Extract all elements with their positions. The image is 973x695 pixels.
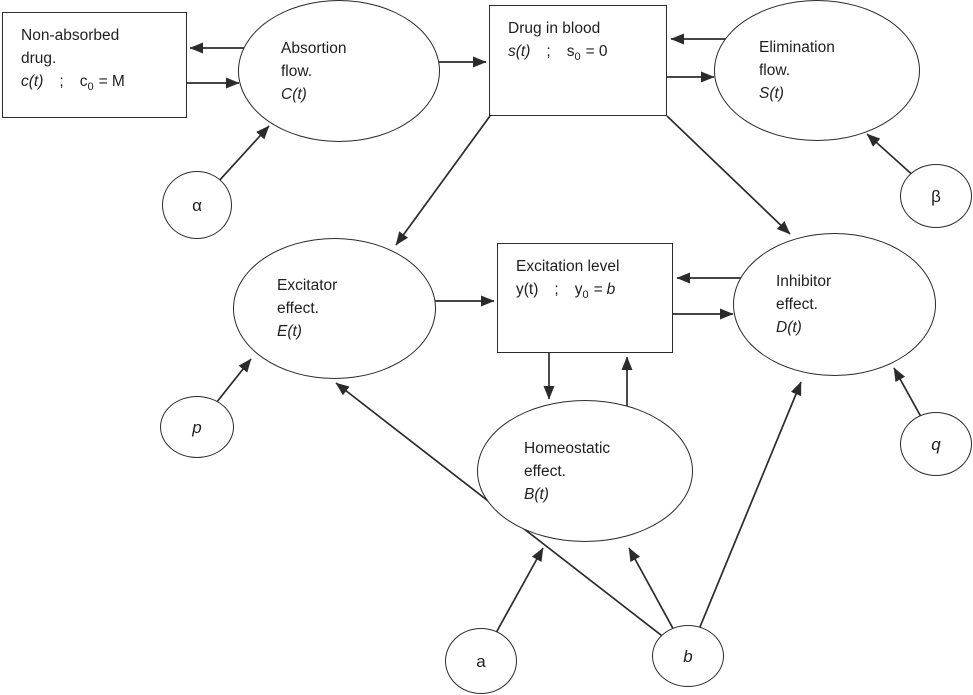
node-param-a: a [445,628,517,694]
node-inhibitor-effect: Inhibitor effect. D(t) [733,233,936,376]
node-homeostatic-effect: Homeostatic effect. B(t) [477,400,693,542]
formula-separator: ; [546,43,551,60]
excitation-level-line1: Excitation level [516,258,620,275]
param-a-label: a [476,651,486,671]
node-drug-in-blood: Drug in blood s(t); s0 = 0 [489,5,667,116]
formula-initial-base: y [574,281,583,298]
non-absorbed-drug-line2: drug. [21,50,57,67]
param-alpha-label: α [192,195,202,215]
formula-initial-base: c [79,73,88,90]
homeostatic-effect-line1: Homeostatic [524,439,611,457]
node-param-p: p [160,396,234,458]
node-absorption-flow: Absortion flow. C(t) [238,0,440,142]
elimination-flow-line2: flow. [759,62,791,79]
arrow-drug-in-blood-to-inhibitor-effect [666,115,791,235]
formula-function: y(t) [516,281,539,298]
param-b-label: b [683,646,693,666]
homeostatic-effect-line2: effect. [524,462,566,480]
non-absorbed-drug-formula: c(t); c0 = M [3,70,186,93]
node-param-beta: β [900,164,972,228]
formula-initial-subscript: 0 [582,289,589,302]
elimination-flow-function: S(t) [759,85,784,102]
formula-initial-subscript: 0 [574,51,581,64]
absorption-flow-line2: flow. [281,62,313,80]
param-p-label: p [192,417,202,437]
formula-initial-value: = M [98,73,125,90]
excitator-effect-line2: effect. [277,300,319,317]
excitator-effect-line1: Excitator [277,277,338,294]
formula-initial-base: s [566,43,575,60]
drug-in-blood-line1: Drug in blood [508,20,601,37]
elimination-flow-line1: Elimination [759,39,835,56]
non-absorbed-drug-line1: Non-absorbed [21,27,120,44]
node-non-absorbed-drug: Non-absorbed drug. c(t); c0 = M [2,12,187,118]
formula-initial-equals: = [593,281,603,298]
node-excitator-effect: Excitator effect. E(t) [233,238,436,379]
formula-function: c(t) [21,73,44,90]
formula-separator: ; [59,73,64,90]
node-elimination-flow: Elimination flow. S(t) [714,0,920,141]
inhibitor-effect-line2: effect. [776,296,818,313]
node-param-q: q [900,412,972,476]
drug-in-blood-formula: s(t); s0 = 0 [490,40,666,63]
formula-initial-value: b [606,281,616,298]
node-excitation-level: Excitation level y(t); y0 =b [497,243,673,353]
formula-function: s(t) [508,43,531,60]
excitation-level-formula: y(t); y0 =b [498,278,672,301]
formula-separator: ; [554,281,559,298]
excitator-effect-function: E(t) [277,323,302,340]
param-beta-label: β [931,186,941,206]
param-q-label: q [931,434,941,454]
node-param-alpha: α [162,171,232,239]
absorption-flow-line1: Absortion [281,39,347,57]
arrow-b-to-inhibitor-effect [687,381,802,657]
homeostatic-effect-function: B(t) [524,485,549,503]
node-param-b: b [652,625,724,687]
arrow-drug-in-blood-to-excitator-effect [395,115,491,246]
formula-initial-value: = 0 [585,43,608,60]
inhibitor-effect-function: D(t) [776,319,802,336]
formula-initial-subscript: 0 [87,81,94,94]
absorption-flow-function: C(t) [281,85,307,103]
inhibitor-effect-line1: Inhibitor [776,273,832,290]
